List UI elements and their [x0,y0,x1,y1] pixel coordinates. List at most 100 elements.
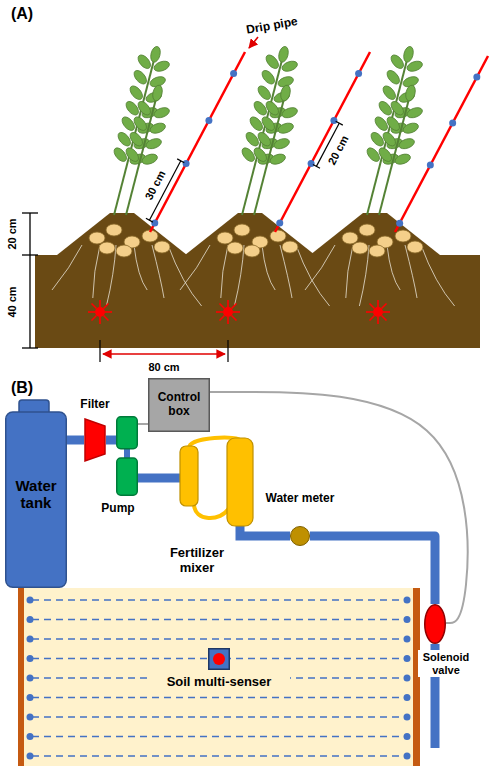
leaf [402,45,415,63]
leaf [385,68,402,86]
emitter-ray [104,316,109,321]
tuber [270,230,286,242]
tuber [395,230,411,242]
dripper [355,70,362,77]
emitter-ray [99,300,101,307]
dripper [449,119,456,126]
drip-line [32,755,405,757]
leaf [381,130,398,148]
leaf [149,121,167,135]
root [168,245,202,306]
filter: Filter [84,418,106,462]
root [387,245,400,290]
emitter-ray [227,300,229,307]
leaf [398,137,416,151]
leaf [281,106,299,120]
soil-sensor: Soil multi-senser [208,648,230,670]
line-end [404,597,411,604]
leaf [136,53,153,71]
node-label: Control box [148,391,210,419]
drip-line [32,697,405,699]
leaf [385,115,402,133]
tuber [227,242,243,254]
emitter-ray [370,304,375,309]
leader-arrow [249,37,258,48]
root [52,245,82,290]
dripper [276,220,283,227]
water-tank-shape [6,412,67,587]
leaf [377,99,394,117]
emitter [373,307,383,317]
dimension-tick [336,121,343,125]
emitter-ray [220,304,225,309]
drip-line [32,716,405,718]
leaf [402,121,420,135]
line-end [27,655,34,662]
soil-sensor-outline [208,648,230,670]
line-end [27,694,34,701]
leaf [277,45,290,63]
leaf [149,45,162,63]
emitter-ray [382,304,387,309]
tuber [116,245,132,257]
text-holder: Control box [148,378,210,432]
water-meter-shape [291,527,310,546]
leaf [124,99,141,117]
field [18,588,420,766]
dimension-tick [22,212,38,213]
emitter-ray [377,317,379,324]
leaf [264,99,281,117]
root [346,245,353,298]
leaf [244,130,261,148]
leaf [260,115,277,133]
drip-lines [27,597,411,760]
tuber [244,245,260,257]
pump-shape [117,417,138,449]
dimension-tick [227,340,228,362]
plant-stem [242,60,282,215]
leaf [273,137,291,151]
line-end [404,675,411,682]
soil-sensor-shape [209,649,230,670]
control-box-shape [149,379,210,432]
dripper [308,160,315,167]
emitter-ray [92,304,97,309]
plant-stem [367,60,407,215]
dimension-tick [177,159,184,163]
leaf [404,84,417,102]
dimension-arrow [103,353,225,355]
filter-shape [85,419,105,461]
leaf [381,84,398,102]
leaf [256,130,273,148]
line-end [404,694,411,701]
emitter [223,307,233,317]
water-meter-outline [290,526,310,546]
leaf [373,115,390,133]
solenoid-valve-shape [425,605,446,644]
emitter-ray [99,317,101,324]
leaf [248,115,265,133]
leaf [141,152,159,166]
leaf [132,115,149,133]
tuber [352,242,368,254]
leaf [151,84,164,102]
leaf [132,68,149,86]
dimension-line [29,213,30,348]
drip-line [32,736,405,738]
emitter [95,307,105,317]
callout-label: Drip pipe [245,15,299,37]
root [134,245,147,290]
leaf [269,152,287,166]
leaf [240,146,257,164]
tuber [342,232,358,244]
leaf [252,146,269,164]
leaf [406,106,424,120]
dimension-label: 30 cm [142,168,167,201]
root [296,245,330,306]
soil-sensor-shape [213,653,225,665]
dimension-label: 80 cm [148,361,179,373]
leaf [153,106,171,120]
leaf [394,152,412,166]
drip-line [32,599,405,601]
